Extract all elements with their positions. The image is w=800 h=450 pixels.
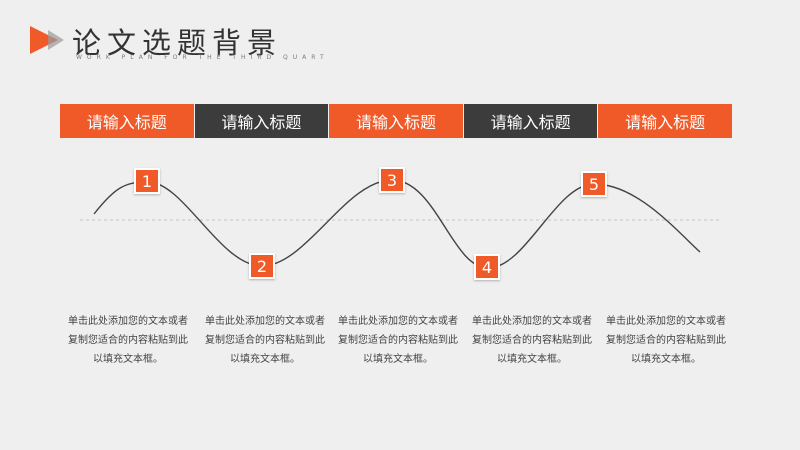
step-marker-2: 2 (249, 253, 275, 279)
tab-bar: 请输入标题 请输入标题 请输入标题 请输入标题 请输入标题 (60, 104, 732, 138)
step-marker-1: 1 (134, 168, 160, 194)
description-4: 单击此处添加您的文本或者复制您适合的内容粘贴到此以填充文本框。 (472, 316, 592, 365)
step-marker-5: 5 (581, 171, 607, 197)
page-title: 论文选题背景 (72, 26, 283, 60)
description-5: 单击此处添加您的文本或者复制您适合的内容粘贴到此以填充文本框。 (606, 316, 726, 365)
step-marker-3: 3 (379, 167, 405, 193)
description-1: 单击此处添加您的文本或者复制您适合的内容粘贴到此以填充文本框。 (68, 316, 188, 365)
tab-3[interactable]: 请输入标题 (329, 104, 464, 138)
tab-4[interactable]: 请输入标题 (463, 104, 599, 138)
step-marker-4: 4 (474, 254, 500, 280)
tab-5[interactable]: 请输入标题 (598, 104, 732, 138)
wave-line (93, 179, 701, 269)
tab-2[interactable]: 请输入标题 (194, 104, 330, 138)
description-2: 单击此处添加您的文本或者复制您适合的内容粘贴到此以填充文本框。 (205, 316, 325, 365)
arrow-right-icon (30, 26, 64, 54)
description-3: 单击此处添加您的文本或者复制您适合的内容粘贴到此以填充文本框。 (338, 316, 458, 365)
tab-1[interactable]: 请输入标题 (60, 104, 195, 138)
page-subtitle: WORK PLAN FOR THE THIRD QUART (76, 54, 329, 61)
